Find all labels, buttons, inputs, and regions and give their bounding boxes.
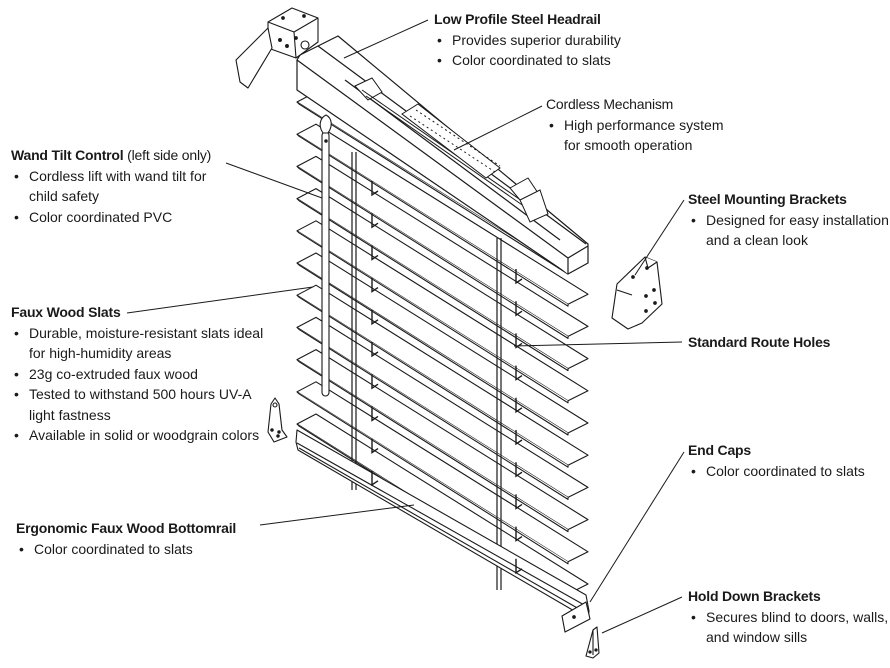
callout-wand-title: Wand Tilt Control (left side only): [11, 145, 211, 166]
callout-route-holes: Standard Route Holes: [688, 332, 830, 353]
bullet-item: Cordless lift with wand tilt for child s…: [11, 166, 211, 207]
callout-bottomrail: Ergonomic Faux Wood Bottomrail Color coo…: [16, 518, 236, 559]
slat-edge: [296, 262, 569, 436]
bullet-text-continued: light fastness: [29, 406, 111, 423]
slat-edge: [296, 166, 569, 339]
bullet-item: Color coordinated to slats: [434, 50, 621, 71]
leader-route-holes: [513, 341, 683, 347]
bullet-item: Secures blind to doors, walls, and windo…: [688, 607, 888, 648]
callout-end-caps: End Caps Color coordinated to slats: [688, 440, 865, 481]
bullet-text: Designed for easy installation: [706, 211, 889, 228]
callout-slats-title: Faux Wood Slats: [11, 304, 121, 320]
slat-edge: [296, 133, 569, 307]
route-hole-tab-right: [515, 462, 523, 478]
callout-end-caps-title: End Caps: [688, 442, 751, 458]
callout-mechanism: Cordless Mechanism High performance syst…: [546, 94, 724, 156]
bullet-text: Durable, moisture-resistant slats ideal: [29, 324, 264, 341]
route-holes: [371, 181, 523, 575]
route-hole-tab-right: [515, 301, 523, 317]
steel-mounting-bracket-left: [235, 7, 319, 89]
slat-edge: [296, 359, 569, 533]
route-hole-tab-left: [371, 342, 379, 358]
slat-edge: [296, 327, 569, 500]
bullet-text: Tested to withstand 500 hours UV-A: [29, 386, 252, 402]
slat-edge: [296, 198, 569, 372]
route-hole-tab-left: [371, 213, 379, 229]
bullet-item: Color coordinated to slats: [16, 539, 236, 560]
wand-tilt-control: [319, 114, 332, 397]
leader-bottomrail: [259, 504, 415, 526]
bullet-item: Designed for easy installation and a cle…: [688, 210, 889, 251]
bullet-item: Color coordinated PVC: [11, 207, 211, 228]
route-hole-tab-left: [371, 245, 379, 261]
callout-bottomrail-title: Ergonomic Faux Wood Bottomrail: [16, 520, 237, 536]
route-hole-tab-right: [515, 558, 523, 575]
bullet-item: 23g co-extruded faux wood: [11, 364, 263, 385]
callout-slats: Faux Wood Slats Durable, moisture-resist…: [11, 302, 263, 446]
bullet-item: Color coordinated to slats: [688, 461, 865, 482]
hold-down-bracket-left: [267, 397, 288, 443]
route-hole-tab-right: [515, 333, 523, 349]
route-hole-tab-left: [371, 374, 379, 390]
route-hole-tab-left: [371, 309, 379, 326]
bullet-text: Secures blind to doors, walls,: [706, 608, 889, 625]
bullet-text-continued: and window sills: [706, 629, 808, 645]
leader-wand: [225, 162, 323, 199]
leader-headrail: [343, 19, 429, 59]
leader-slats: [126, 286, 314, 314]
bullet-text-continued: for high-humidity areas: [29, 345, 172, 361]
bullet-text-continued: for smooth operation: [564, 137, 693, 153]
route-hole-tab-left: [371, 438, 379, 454]
slat: [296, 188, 589, 370]
callout-brackets: Steel Mounting Brackets Designed for eas…: [688, 189, 889, 251]
route-hole-tab-left: [371, 277, 379, 293]
route-hole-tab-left: [371, 406, 379, 422]
slat-edge: [296, 230, 569, 404]
hold-down-bracket-right: [585, 626, 600, 659]
route-hole-tab-left: [371, 470, 379, 487]
bullet-text-continued: and a clean look: [706, 232, 808, 248]
callout-headrail: Low Profile Steel Headrail Provides supe…: [434, 9, 621, 71]
route-hole-tab-left: [371, 181, 379, 197]
leader-end-caps: [589, 451, 685, 603]
route-hole-tab-right: [515, 430, 523, 446]
callout-wand-note: (left side only): [123, 147, 212, 163]
steel-mounting-bracket-right: [611, 256, 663, 330]
slat-edge: [296, 391, 569, 565]
leader-hold-down: [601, 596, 683, 634]
bullet-text: Cordless lift with wand tilt for: [29, 167, 207, 184]
callout-headrail-title: Low Profile Steel Headrail: [434, 11, 601, 27]
bullet-text-continued: child safety: [29, 188, 100, 204]
bullet-item: High performance system for smooth opera…: [546, 115, 724, 156]
route-hole-tab-right: [515, 269, 523, 285]
bullet-text: High performance system: [564, 116, 724, 133]
callout-brackets-title: Steel Mounting Brackets: [688, 191, 847, 207]
route-hole-tab-right: [515, 365, 523, 381]
callout-hold-down: Hold Down Brackets Secures blind to door…: [688, 586, 888, 648]
bullet-item: Available in solid or woodgrain colors: [11, 425, 263, 446]
route-hole-tab-right: [515, 526, 523, 542]
slat-edge: [296, 294, 569, 468]
end-cap: [561, 601, 591, 633]
bullet-item: Tested to withstand 500 hours UV-A light…: [11, 384, 263, 425]
leader-mechanism: [453, 105, 543, 151]
slat: [296, 284, 589, 466]
callout-mechanism-title: Cordless Mechanism: [546, 96, 674, 112]
callout-route-holes-title: Standard Route Holes: [688, 334, 831, 350]
bullet-item: Provides superior durability: [434, 30, 621, 51]
callout-hold-down-title: Hold Down Brackets: [688, 588, 821, 604]
cordless-mechanism: [354, 77, 549, 223]
callout-wand-title-text: Wand Tilt Control: [11, 147, 124, 163]
leader-brackets: [634, 199, 685, 276]
route-hole-tab-right: [515, 397, 523, 414]
callout-wand: Wand Tilt Control (left side only) Cordl…: [11, 145, 211, 227]
route-hole-tab-right: [515, 494, 523, 510]
bullet-item: Durable, moisture-resistant slats ideal …: [11, 323, 263, 364]
ladder-cords: [351, 152, 502, 590]
leader-lines: [126, 19, 685, 634]
